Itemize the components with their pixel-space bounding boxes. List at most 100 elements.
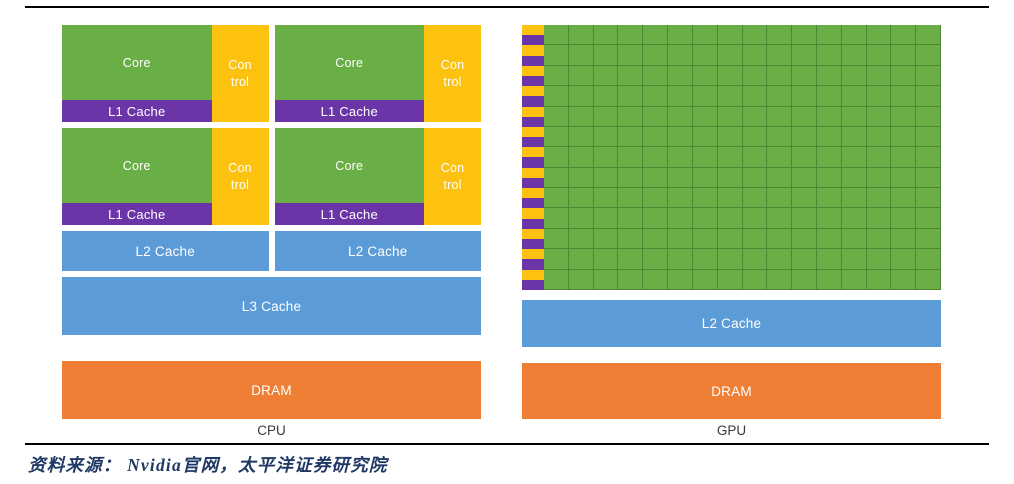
- gpu-core-cell: [692, 65, 718, 87]
- cpu-core-region: Core: [274, 128, 424, 203]
- gpu-core-cell: [891, 126, 917, 148]
- gpu-core-cell: [866, 269, 892, 290]
- gpu-core-cell: [742, 126, 768, 148]
- gpu-core-cell: [618, 208, 644, 229]
- cpu-l2-cache-right-label: L2 Cache: [348, 243, 408, 259]
- gpu-core-cell: [816, 167, 842, 189]
- gpu-core-cell: [916, 228, 941, 250]
- gpu-core-cell: [618, 25, 644, 46]
- gpu-core-cell: [568, 45, 594, 66]
- gpu-core-cell: [816, 126, 842, 148]
- gpu-core-cell: [593, 167, 619, 189]
- gpu-core-cell: [692, 269, 718, 290]
- gpu-core-cell: [792, 147, 817, 168]
- cpu-control-label-line1: Con: [440, 160, 465, 175]
- gpu-core-cell: [618, 269, 644, 290]
- cpu-core-region: Core: [62, 128, 212, 203]
- cpu-control-label-line1: Con: [440, 57, 465, 72]
- gpu-core-cell: [618, 45, 644, 66]
- gpu-core-cell: [717, 167, 743, 189]
- gpu-core-cell: [544, 167, 569, 189]
- cpu-dram: DRAM: [62, 361, 481, 419]
- gpu-core-cell: [692, 45, 718, 66]
- gpu-core-cell: [544, 45, 569, 66]
- gpu-core-cell: [692, 208, 718, 229]
- gpu-core-cell: [891, 45, 917, 66]
- cpu-l1-cache-region: L1 Cache: [274, 100, 424, 122]
- cpu-control-label-line2: trol: [230, 177, 250, 192]
- gpu-l1-cache-band: [522, 177, 544, 188]
- gpu-core-cell: [816, 188, 842, 209]
- gpu-core-cell: [916, 269, 941, 290]
- gpu-core-cell: [792, 228, 817, 250]
- gpu-core-cell: [841, 249, 867, 270]
- gpu-core-cell: [668, 106, 693, 127]
- gpu-core-cell: [916, 126, 941, 148]
- gpu-core-cell: [866, 106, 892, 127]
- gpu-core-cell: [668, 45, 693, 66]
- gpu-core-cell: [916, 106, 941, 127]
- gpu-core-cell: [841, 147, 867, 168]
- cpu-l3-cache-label: L3 Cache: [241, 298, 302, 314]
- gpu-core-cell: [891, 106, 917, 127]
- gpu-core-cell: [544, 228, 569, 250]
- gpu-core-cell: [568, 65, 594, 87]
- cpu-control-label-line1: Con: [228, 160, 252, 175]
- cpu-panel: Core L1 Cache Con trol Core L1 Ca: [62, 25, 481, 425]
- gpu-core-cell: [643, 147, 669, 168]
- gpu-core-cell: [593, 65, 619, 87]
- gpu-caption: GPU: [716, 423, 747, 438]
- gpu-core-cell: [717, 25, 743, 46]
- gpu-core-cell: [618, 65, 644, 87]
- gpu-core-cell: [816, 45, 842, 66]
- gpu-core-cell: [891, 147, 917, 168]
- gpu-core-cell: [916, 188, 941, 209]
- gpu-core-cell: [742, 86, 768, 107]
- cpu-caption: CPU: [257, 423, 286, 438]
- gpu-core-cell: [891, 188, 917, 209]
- gpu-control-cache-strip: [522, 25, 544, 290]
- gpu-control-band: [522, 126, 544, 138]
- gpu-core-cell: [841, 269, 867, 290]
- gpu-core-cell: [767, 65, 793, 87]
- gpu-core-cell: [668, 126, 693, 148]
- cpu-control-region: Con trol: [211, 25, 269, 122]
- gpu-core-cell: [668, 188, 693, 209]
- cpu-l1-cache-region: L1 Cache: [274, 203, 424, 225]
- cpu-core-block: Core L1 Cache Con trol: [274, 25, 481, 122]
- gpu-core-cell: [593, 126, 619, 148]
- gpu-core-cell: [568, 106, 594, 127]
- gpu-control-band: [522, 269, 544, 280]
- gpu-core-cell: [544, 25, 569, 46]
- gpu-control-band: [522, 147, 544, 158]
- gpu-core-cell: [668, 65, 693, 87]
- gpu-control-band: [522, 25, 544, 36]
- gpu-core-cell: [841, 106, 867, 127]
- gpu-core-array: [522, 25, 941, 290]
- gpu-l1-cache-band: [522, 198, 544, 209]
- gpu-core-cell: [866, 228, 892, 250]
- gpu-core-cell: [891, 65, 917, 87]
- cpu-l1-cache-label: L1 Cache: [320, 206, 378, 222]
- gpu-core-cell: [717, 126, 743, 148]
- gpu-core-cell: [792, 25, 817, 46]
- gpu-core-cell: [568, 188, 594, 209]
- gpu-core-cell: [767, 249, 793, 270]
- gpu-l1-cache-band: [522, 279, 544, 290]
- gpu-core-cell: [816, 228, 842, 250]
- gpu-core-cell: [891, 228, 917, 250]
- source-note: 资料来源： Nvidia官网，太平洋证券研究院: [28, 455, 388, 475]
- gpu-core-cell: [916, 208, 941, 229]
- gpu-core-cell: [668, 208, 693, 229]
- gpu-core-cell: [593, 228, 619, 250]
- gpu-core-cell: [717, 106, 743, 127]
- gpu-core-cell: [717, 45, 743, 66]
- gpu-core-cell: [593, 249, 619, 270]
- gpu-core-cell: [568, 25, 594, 46]
- gpu-core-cell: [916, 167, 941, 189]
- gpu-core-cell: [767, 188, 793, 209]
- gpu-core-cell: [767, 106, 793, 127]
- gpu-core-cell: [891, 208, 917, 229]
- gpu-core-cell: [544, 208, 569, 229]
- gpu-core-cell: [792, 188, 817, 209]
